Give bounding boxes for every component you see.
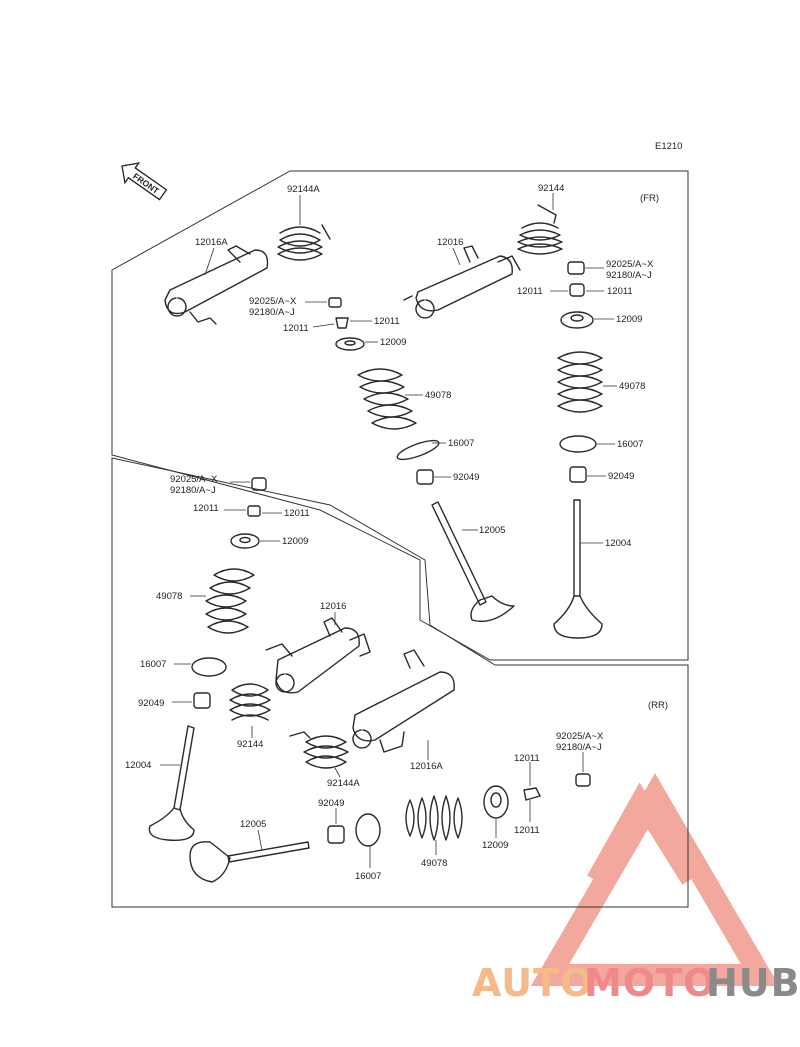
rr-spring-92144a — [289, 731, 349, 778]
watermark-auto: AUTO — [472, 961, 593, 1005]
label-rr-arm-12016a: 12016A — [410, 761, 443, 772]
rr-keys-right — [523, 762, 541, 822]
rr-seal-bottom — [327, 808, 345, 844]
rr-retainer-top — [230, 533, 280, 549]
label-rr-exh-valve: 12005 — [240, 819, 266, 830]
watermark-moto: MOTO — [584, 961, 716, 1005]
rr-rocker-arm-12016a — [352, 649, 455, 760]
fr-rocker-arm-12016a — [164, 245, 269, 325]
label-rr-seal-2: 92049 — [318, 798, 344, 809]
label-rr-shim-b-2: 92180/A~J — [556, 742, 602, 753]
rr-shim-top — [230, 477, 267, 491]
fr-seat-left — [396, 439, 446, 461]
watermark-logo — [530, 773, 780, 986]
label-rr-seal-1: 92049 — [138, 698, 164, 709]
label-fr-key-r2: 12011 — [607, 286, 633, 297]
label-rr-spring-92144: 92144 — [237, 739, 263, 750]
label-fr-exh-valve: 12005 — [479, 525, 505, 536]
rear-section-frame — [111, 457, 689, 908]
front-arrow-icon: FRONT — [121, 162, 168, 201]
watermark-text: AUTO MOTO HUB — [472, 961, 800, 1005]
fr-shim-right — [567, 261, 604, 275]
rr-valve-spring-left — [190, 568, 255, 634]
rr-intake-valve — [148, 725, 195, 841]
label-rr-spr-1: 49078 — [156, 591, 182, 602]
label-fr-arm-12016: 12016 — [437, 237, 463, 248]
fr-seal-right — [569, 466, 606, 483]
fr-keys-left — [312, 317, 372, 329]
front-section-frame — [111, 170, 689, 661]
label-fr-spr-2: 49078 — [619, 381, 645, 392]
label-fr-seal-1: 92049 — [453, 472, 479, 483]
fr-valve-spring-left — [357, 368, 423, 430]
label-rr-int-valve: 12004 — [125, 760, 151, 771]
rr-seat-bottom — [355, 813, 381, 868]
rr-seal-left — [172, 692, 211, 709]
label-fr-key-l1: 12011 — [283, 323, 309, 334]
label-rr-seat-1: 16007 — [140, 659, 166, 670]
label-fr-int-valve: 12004 — [605, 538, 631, 549]
label-rr-shim-a-2: 92025/A~X — [556, 731, 604, 742]
label-fr-ret-1: 12009 — [380, 337, 406, 348]
label-rr-key-r1: 12011 — [284, 508, 310, 519]
label-fr-seat-1: 16007 — [448, 438, 474, 449]
fr-spring-92144a — [277, 195, 331, 261]
label-fr-seal-2: 92049 — [608, 471, 634, 482]
fr-rocker-arm-12016 — [403, 245, 521, 319]
fr-valve-spring-right — [557, 351, 617, 413]
rr-shim-right — [575, 752, 591, 787]
label-fr-spring-92144: 92144 — [538, 183, 564, 194]
fr-exhaust-valve — [431, 501, 515, 623]
label-fr-key-l2: 12011 — [517, 286, 543, 297]
label-fr-key-r1: 12011 — [374, 316, 400, 327]
rr-keys-top — [224, 505, 282, 517]
label-fr-shim-a-1: 92025/A~X — [249, 296, 297, 307]
label-rr-arm-12016: 12016 — [320, 601, 346, 612]
fr-seal-left — [416, 469, 451, 485]
rr-rocker-arm-12016 — [265, 612, 371, 694]
label-fr-shim-b-2: 92180/A~J — [606, 270, 652, 281]
fr-spring-92144 — [517, 193, 563, 255]
label-rr-seat-2: 16007 — [355, 871, 381, 882]
label-fr-arm-12016a: 12016A — [195, 237, 228, 248]
fr-retainer-right — [560, 311, 614, 329]
front-section-label: (FR) — [640, 193, 659, 204]
label-rr-ret-2: 12009 — [482, 840, 508, 851]
label-rr-key-top: 12011 — [514, 753, 540, 764]
label-rr-shim-b-1: 92180/A~J — [170, 485, 216, 496]
label-fr-spr-1: 49078 — [425, 390, 451, 401]
label-rr-key-l1: 12011 — [193, 503, 219, 514]
rear-section-label: (RR) — [648, 700, 668, 711]
rr-spring-92144 — [229, 683, 271, 738]
label-fr-shim-a-2: 92025/A~X — [606, 259, 654, 270]
diagram-code: E1210 — [655, 141, 682, 152]
fr-retainer-left — [335, 337, 378, 351]
fr-keys-right — [550, 283, 604, 297]
fr-seat-right — [559, 435, 615, 453]
fr-shim-left — [305, 297, 342, 308]
label-fr-spring-92144a: 92144A — [287, 184, 320, 195]
label-rr-key-bot: 12011 — [514, 825, 540, 836]
watermark-hub: HUB — [706, 961, 800, 1005]
label-rr-spr-2: 49078 — [421, 858, 447, 869]
label-rr-spring-92144a: 92144A — [327, 778, 360, 789]
rr-retainer-right — [483, 785, 509, 838]
label-fr-seat-2: 16007 — [617, 439, 643, 450]
rr-exhaust-valve — [189, 829, 310, 883]
label-fr-ret-2: 12009 — [616, 314, 642, 325]
label-rr-ret-1: 12009 — [282, 536, 308, 547]
rr-seat-left — [174, 657, 227, 677]
label-rr-shim-a-1: 92025/A~X — [170, 474, 218, 485]
rr-valve-spring-right — [405, 795, 463, 855]
label-fr-shim-b-1: 92180/A~J — [249, 307, 295, 318]
fr-intake-valve — [553, 499, 603, 639]
